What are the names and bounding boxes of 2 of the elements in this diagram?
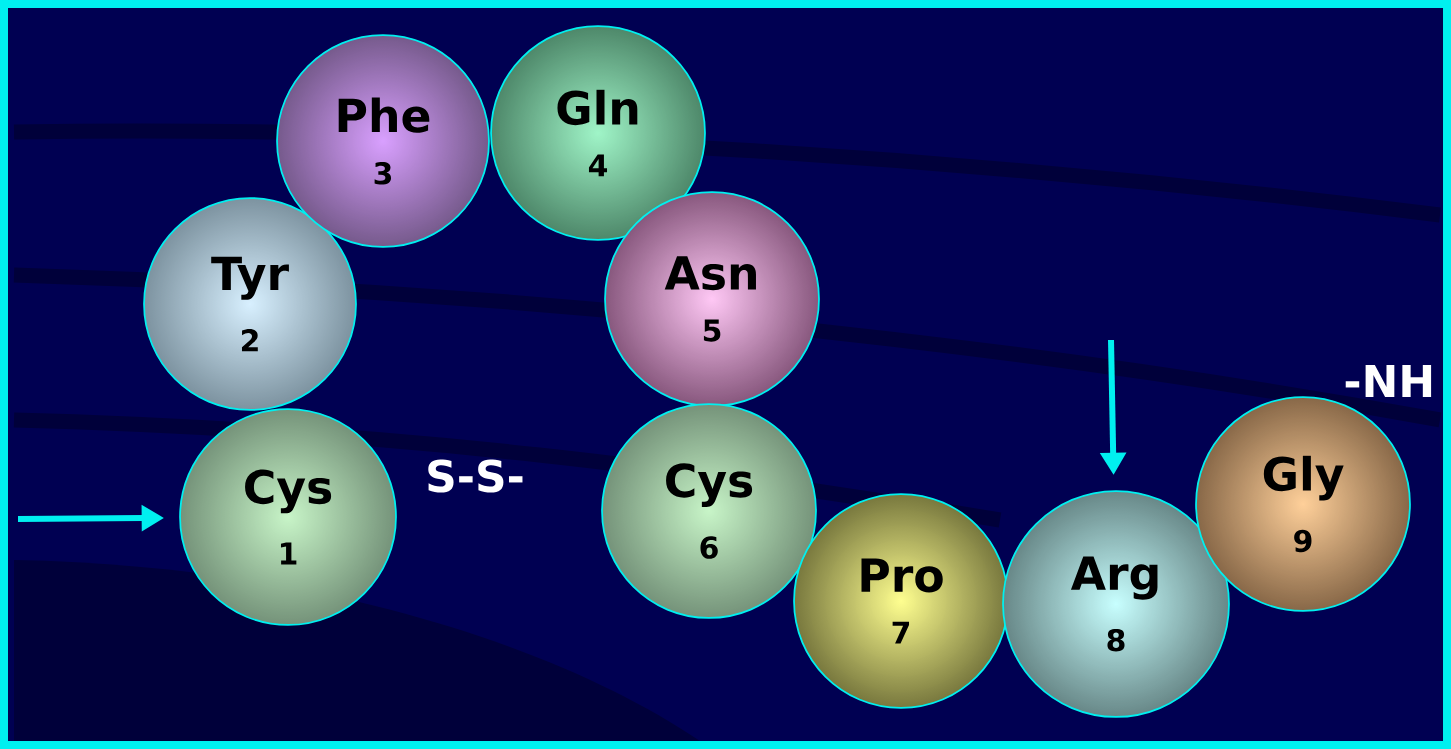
formula-label: S-S- bbox=[428, 459, 523, 493]
formula-label: -NH bbox=[1345, 365, 1432, 397]
